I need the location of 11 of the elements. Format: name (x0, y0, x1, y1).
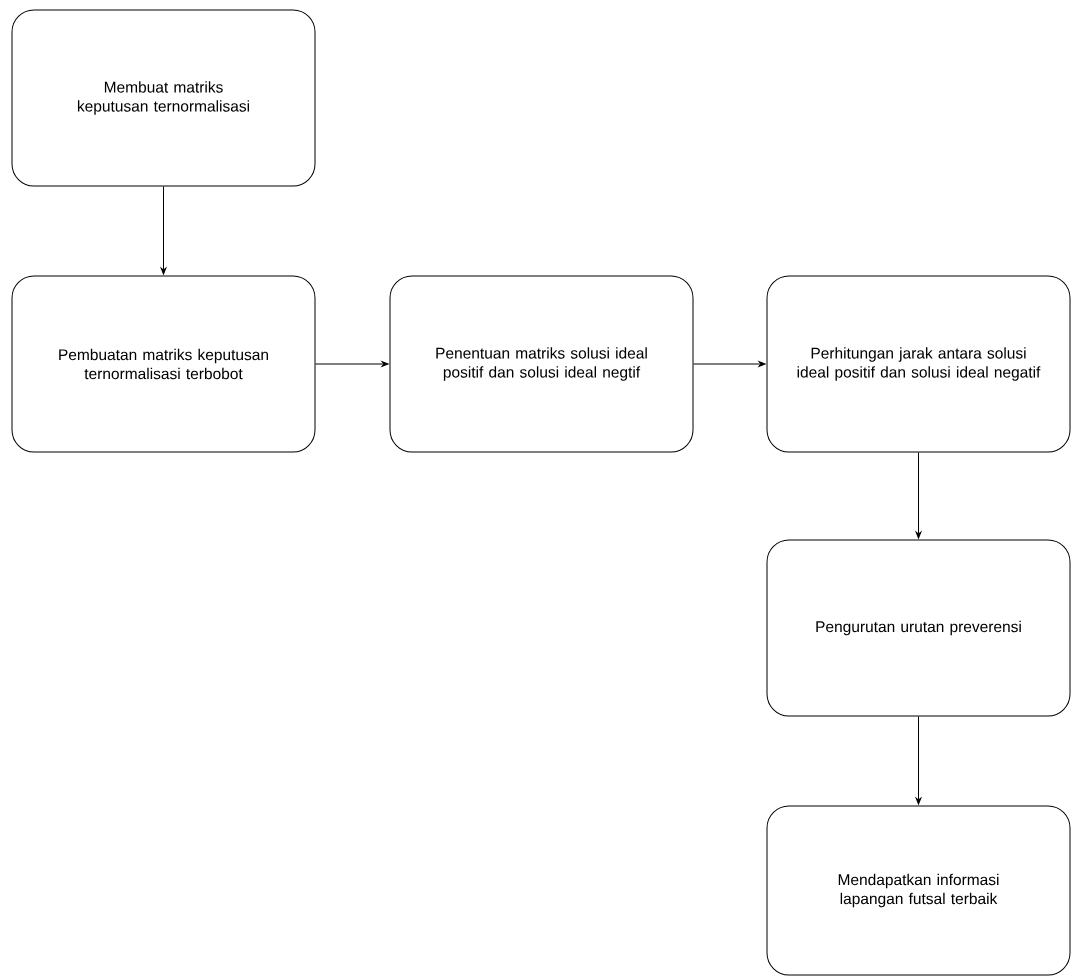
process-box: Pengurutan urutan preverensi (766, 539, 1071, 717)
process-box: Pembuatan matriks keputusan ternormalisasi terbobot (11, 275, 316, 453)
process-box: Membuat matriks keputusan ternormalisasi (11, 9, 316, 187)
process-box: Mendapatkan informasi lapangan futsal terbaik (766, 805, 1071, 976)
arrow (915, 716, 922, 805)
arrow (693, 361, 766, 367)
process-box: Penentuan matriks solusi ideal positif dan solusi ideal negtif (389, 275, 694, 453)
process-box: Perhitungan jarak antara solusi ideal positif dan solusi ideal negatif (766, 275, 1071, 453)
arrow (160, 186, 167, 275)
arrow (915, 452, 922, 539)
arrow (315, 361, 389, 367)
